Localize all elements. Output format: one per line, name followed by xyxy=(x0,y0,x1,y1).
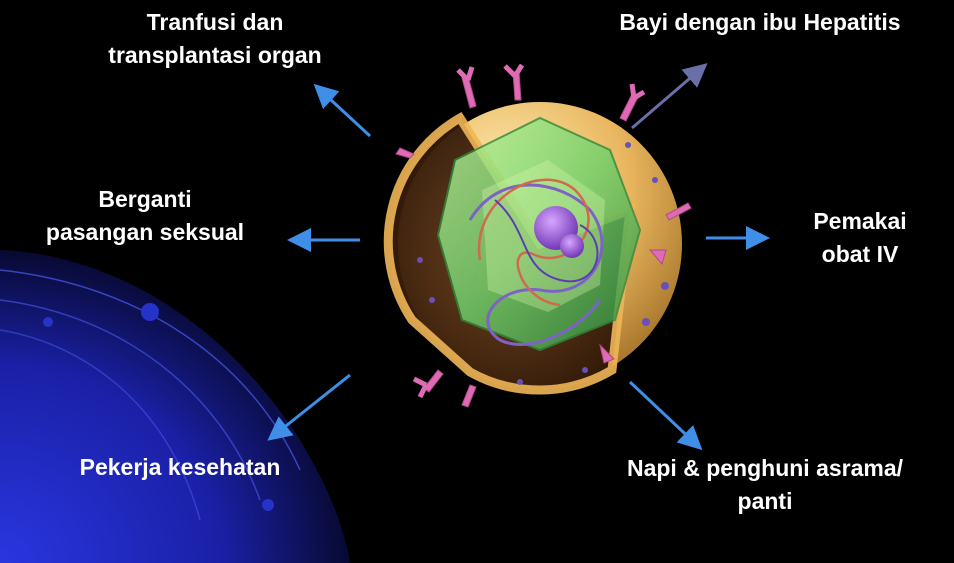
arrow-icon-inmates xyxy=(630,382,698,446)
label-iv-drug: Pemakai obat IV xyxy=(790,205,930,271)
arrow-icon-transfusion xyxy=(318,88,370,136)
label-partners-line-1: Berganti xyxy=(15,183,275,216)
label-partners: Berganti pasangan seksual xyxy=(15,183,275,249)
arrow-icon-health-worker xyxy=(272,375,350,437)
label-transfusion-line-2: transplantasi organ xyxy=(95,39,335,72)
arrow-icon-baby xyxy=(632,67,703,128)
label-inmates-line-1: Napi & penghuni asrama/ xyxy=(580,452,950,485)
label-iv-drug-line-1: Pemakai xyxy=(790,205,930,238)
label-health-worker-line-1: Pekerja kesehatan xyxy=(40,451,320,484)
label-inmates: Napi & penghuni asrama/ panti xyxy=(580,452,950,518)
label-baby-line-1: Bayi dengan ibu Hepatitis xyxy=(570,6,950,39)
label-partners-line-2: pasangan seksual xyxy=(15,216,275,249)
label-health-worker: Pekerja kesehatan xyxy=(40,451,320,484)
label-baby: Bayi dengan ibu Hepatitis xyxy=(570,6,950,39)
label-inmates-line-2: panti xyxy=(580,485,950,518)
label-iv-drug-line-2: obat IV xyxy=(790,238,930,271)
label-transfusion-line-1: Tranfusi dan xyxy=(95,6,335,39)
corner-decoration xyxy=(0,250,350,563)
label-transfusion: Tranfusi dan transplantasi organ xyxy=(95,6,335,72)
